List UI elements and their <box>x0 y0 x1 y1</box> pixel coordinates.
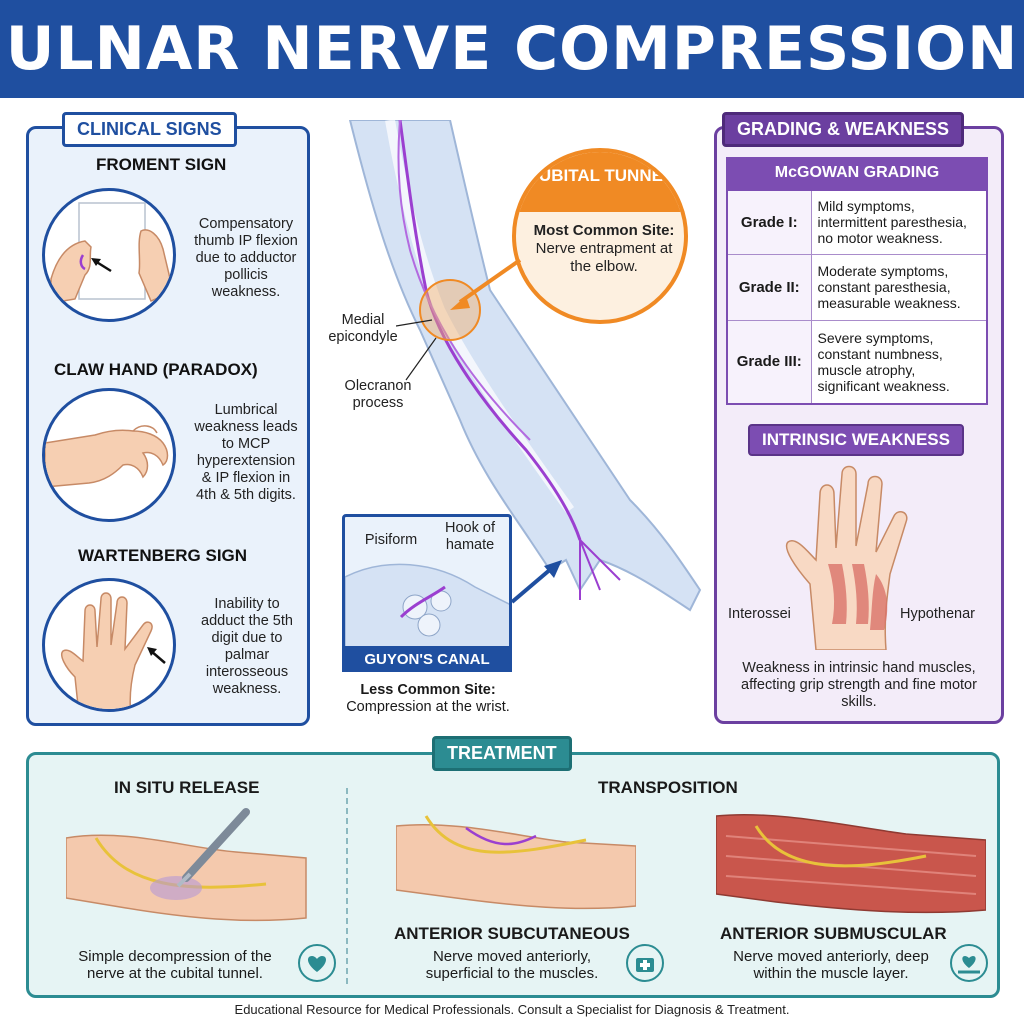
froment-sign-text: Compensatory thumb IP flexion due to add… <box>194 216 298 300</box>
heart-hand-icon <box>950 944 988 982</box>
pisiform-label: Pisiform <box>364 532 418 548</box>
guyon-arrow <box>510 560 562 604</box>
anterior-subcutaneous-text: Nerve moved anteriorly, superficial to t… <box>425 948 599 982</box>
grade-label: Grade I: <box>726 189 812 255</box>
footer-disclaimer: Educational Resource for Medical Profess… <box>234 1002 790 1017</box>
hypothenar-label: Hypothenar <box>900 606 975 622</box>
grade-description: Severe symptoms, constant numbness, musc… <box>810 319 988 405</box>
table-row: Grade I: Mild symptoms, intermittent par… <box>726 189 988 255</box>
grade-label: Grade III: <box>726 319 812 405</box>
in-situ-heart-icon <box>298 944 336 982</box>
arm-anatomy-illustration <box>348 120 702 612</box>
olecranon-label: Olecranon process <box>344 378 412 411</box>
anatomy-leader-lines <box>396 319 437 381</box>
in-situ-release-text: Simple decompression of the nerve at the… <box>78 948 272 982</box>
cubital-tunnel-text: Most Common Site: Nerve entrapment at th… <box>530 222 678 276</box>
anterior-subcutaneous-illustration <box>396 815 636 910</box>
grade-description: Mild symptoms, intermittent paresthesia,… <box>810 189 988 255</box>
cubital-tunnel-callout: CUBITAL TUNNEL Most Common Site: Nerve e… <box>512 148 688 324</box>
guyons-canal-text: Less Common Site: Compression at the wri… <box>326 682 530 716</box>
treatment-divider <box>346 788 348 984</box>
froment-sign-title: FROMENT SIGN <box>96 155 227 174</box>
froment-sign-illustration <box>42 188 176 322</box>
claw-hand-illustration <box>42 388 176 522</box>
intrinsic-weakness-text: Weakness in intrinsic hand muscles, affe… <box>741 660 977 710</box>
medical-kit-icon <box>626 944 664 982</box>
mcgowan-grading-table: Grade I: Mild symptoms, intermittent par… <box>726 189 988 405</box>
clinical-signs-heading: CLINICAL SIGNS <box>62 112 237 147</box>
guyons-canal-bold: Less Common Site: <box>360 682 496 698</box>
guyons-canal-inset <box>342 514 512 670</box>
wartenberg-sign-illustration <box>42 578 176 712</box>
guyons-canal-desc: Compression at the wrist. <box>346 699 510 715</box>
interossei-label: Interossei <box>728 606 791 622</box>
guyons-canal-title: GUYON'S CANAL <box>342 646 512 672</box>
mcgowan-grading-title: McGOWAN GRADING <box>726 157 988 189</box>
claw-hand-title: CLAW HAND (PARADOX) <box>54 360 258 379</box>
table-row: Grade II: Moderate symptoms, constant pa… <box>726 253 988 321</box>
intrinsic-hand-illustration <box>785 465 908 650</box>
hook-of-hamate-label: Hook of hamate <box>445 520 495 553</box>
in-situ-release-title: IN SITU RELEASE <box>114 778 260 797</box>
transposition-title: TRANSPOSITION <box>598 778 738 797</box>
intrinsic-weakness-heading: INTRINSIC WEAKNESS <box>748 424 964 456</box>
anterior-submuscular-text: Nerve moved anteriorly, deep within the … <box>733 948 929 982</box>
anterior-submuscular-illustration <box>716 813 986 914</box>
wartenberg-sign-text: Inability to adduct the 5th digit due to… <box>201 596 293 697</box>
medial-epicondyle-label: Medial epicondyle <box>328 312 398 345</box>
table-row: Grade III: Severe symptoms, constant num… <box>726 319 988 405</box>
title-banner: ULNAR NERVE COMPRESSION <box>0 0 1024 98</box>
claw-hand-text: Lumbrical weakness leads to MCP hyperext… <box>194 402 298 503</box>
cubital-tunnel-desc: Nerve entrapment at the elbow. <box>535 240 673 275</box>
in-situ-release-illustration <box>66 808 307 922</box>
cubital-tunnel-title: CUBITAL TUNNEL <box>516 152 684 212</box>
anterior-submuscular-title: ANTERIOR SUBMUSCULAR <box>720 924 947 943</box>
callout-arrow <box>450 258 522 310</box>
grade-description: Moderate symptoms, constant paresthesia,… <box>810 253 988 321</box>
treatment-heading: TREATMENT <box>432 736 572 771</box>
grade-label: Grade II: <box>726 253 812 321</box>
cubital-tunnel-bold: Most Common Site: <box>533 222 675 239</box>
page-title: ULNAR NERVE COMPRESSION <box>5 14 1019 84</box>
wartenberg-sign-title: WARTENBERG SIGN <box>78 546 248 565</box>
anterior-subcutaneous-title: ANTERIOR SUBCUTANEOUS <box>394 924 630 943</box>
grading-heading: GRADING & WEAKNESS <box>722 112 965 147</box>
